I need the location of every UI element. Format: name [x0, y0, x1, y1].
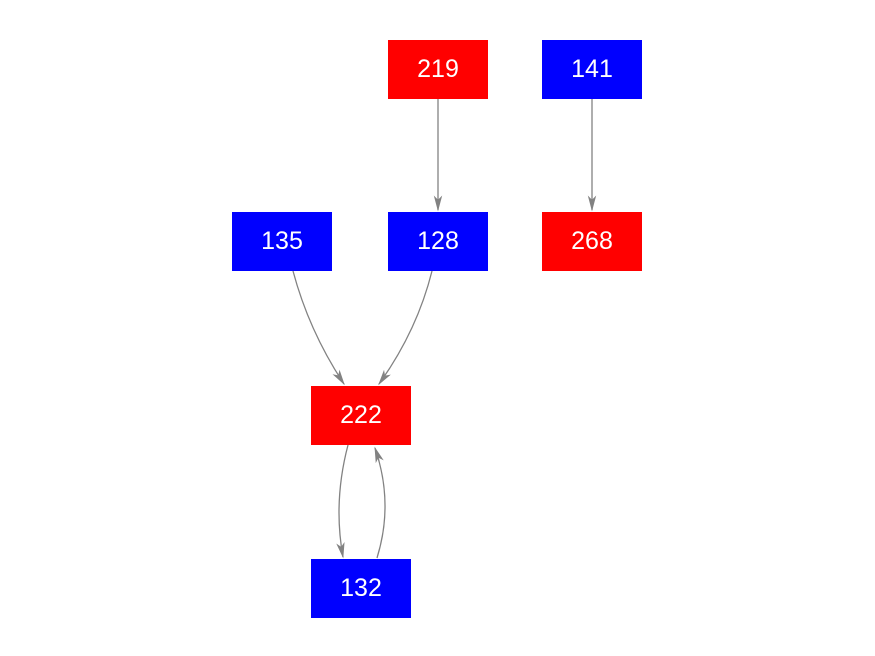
node-222[interactable]: 222 — [311, 386, 411, 445]
edge-222-to-132 — [336, 444, 349, 559]
edge-132-to-222 — [374, 446, 386, 559]
node-219[interactable]: 219 — [388, 40, 488, 99]
node-132[interactable]: 132 — [311, 559, 411, 618]
node-268[interactable]: 268 — [542, 212, 642, 271]
node-135[interactable]: 135 — [232, 212, 332, 271]
node-141[interactable]: 141 — [542, 40, 642, 99]
edge-135-to-222 — [292, 270, 345, 386]
edge-128-to-222 — [378, 270, 433, 386]
node-128[interactable]: 128 — [388, 212, 488, 271]
